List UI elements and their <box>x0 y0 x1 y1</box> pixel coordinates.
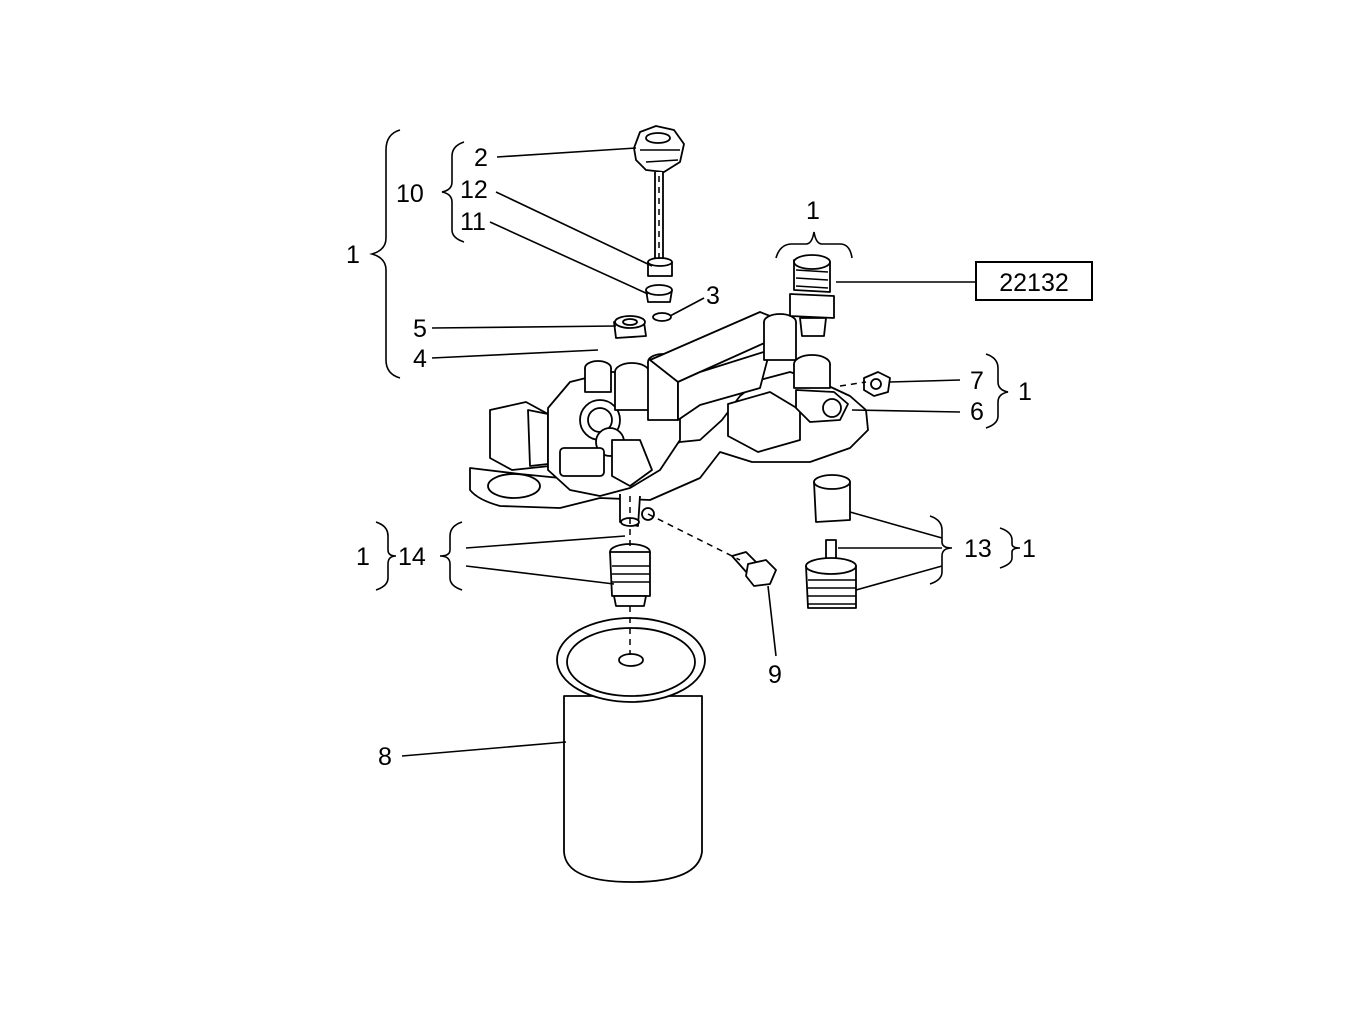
part-7-bolt[interactable] <box>863 371 891 397</box>
callout-3: 3 <box>706 282 720 310</box>
callout-labels: 1 10 2 12 11 3 5 4 1 7 6 1 14 1 13 1 9 8 <box>346 144 1036 771</box>
callout-12: 12 <box>460 176 488 204</box>
part-8-filter-cartridge[interactable] <box>556 617 706 883</box>
part-9-bolt[interactable] <box>731 551 777 587</box>
callout-1-main: 1 <box>346 241 360 269</box>
assembly-dashed-lines <box>629 176 867 655</box>
callout-14: 14 <box>398 543 426 571</box>
callout-9: 9 <box>768 661 782 689</box>
part-11-washer[interactable] <box>645 284 673 303</box>
callout-1-right13: 1 <box>1022 535 1036 563</box>
callout-1-top: 1 <box>806 197 820 225</box>
filter-head-housing[interactable] <box>469 311 869 527</box>
part-14-nipple[interactable] <box>609 543 651 607</box>
part-3-oring[interactable] <box>652 312 672 322</box>
part-1-sensor-fitting[interactable] <box>789 254 835 337</box>
part-13-cup[interactable] <box>813 474 851 523</box>
leader-lines <box>401 147 976 757</box>
callout-1-left14: 1 <box>356 543 370 571</box>
callout-11: 11 <box>460 208 486 236</box>
callout-1-right: 1 <box>1018 378 1032 406</box>
callout-6: 6 <box>970 398 984 426</box>
callout-10: 10 <box>396 180 424 208</box>
callout-13: 13 <box>964 535 992 563</box>
reference-number: 22132 <box>999 269 1069 297</box>
part-13-threaded-insert[interactable] <box>805 557 857 609</box>
braces <box>369 129 1021 591</box>
callout-4: 4 <box>413 345 427 373</box>
reference-box[interactable]: 22132 <box>975 261 1093 301</box>
part-12-nut[interactable] <box>647 257 673 277</box>
callout-7: 7 <box>970 367 984 395</box>
callout-2: 2 <box>474 144 488 172</box>
callout-8: 8 <box>378 743 392 771</box>
callout-5: 5 <box>413 315 427 343</box>
part-2-knob[interactable] <box>633 125 685 263</box>
part-5-plug[interactable] <box>613 315 647 339</box>
